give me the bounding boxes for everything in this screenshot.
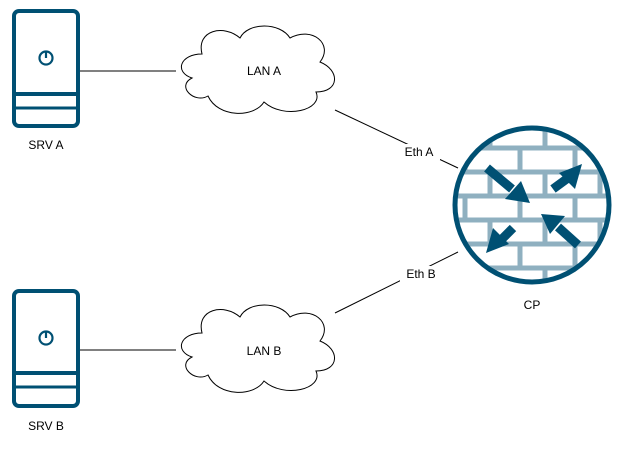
connectors: [78, 70, 459, 351]
eth-b-label: Eth B: [406, 267, 435, 281]
eth-a-label-bg: [398, 144, 440, 160]
link-lan-b-cp: [334, 251, 459, 314]
eth-b-label-bg: [400, 266, 442, 282]
srv-b-label: SRV B: [28, 419, 64, 433]
cp-firewall-router-icon[interactable]: [450, 124, 615, 290]
cp-label: CP: [524, 298, 541, 312]
lan-b-label: LAN B: [247, 344, 282, 358]
lan-b-cloud-icon[interactable]: [180, 304, 335, 393]
router-arrows: [484, 164, 582, 253]
lan-a-cloud-icon[interactable]: [180, 25, 335, 114]
eth-a-label: Eth A: [405, 145, 434, 159]
lan-a-label: LAN A: [247, 64, 281, 78]
srv-a-label: SRV A: [28, 138, 63, 152]
server-b-icon[interactable]: [12, 289, 80, 408]
server-a-icon[interactable]: [12, 9, 80, 128]
